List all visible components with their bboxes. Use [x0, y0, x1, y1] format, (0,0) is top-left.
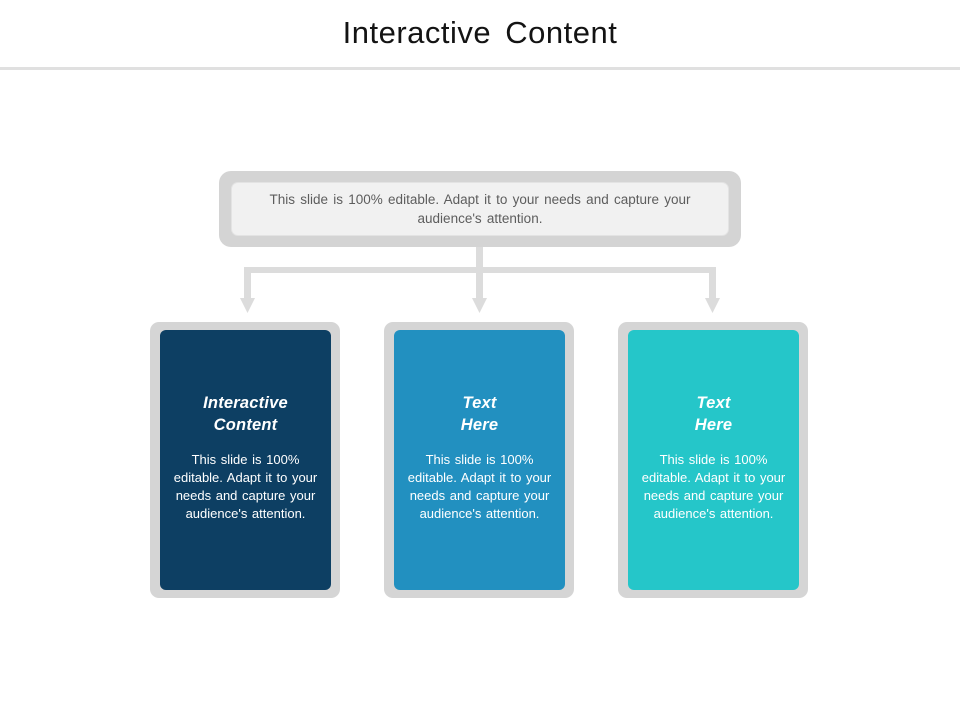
card-1[interactable]: Interactive Content This slide is 100% e… — [160, 330, 331, 590]
card-2-body: This slide is 100% editable. Adapt it to… — [407, 452, 552, 521]
card-3[interactable]: Text Here This slide is 100% editable. A… — [628, 330, 799, 590]
connector-branch-right — [709, 267, 716, 300]
card-frame-2[interactable]: Text Here This slide is 100% editable. A… — [384, 322, 574, 598]
card-3-body: This slide is 100% editable. Adapt it to… — [641, 452, 786, 521]
title-divider — [0, 67, 960, 70]
connector-branch-left — [244, 267, 251, 300]
arrow-head-center — [472, 298, 487, 313]
connector-bar — [244, 267, 716, 273]
card-1-body: This slide is 100% editable. Adapt it to… — [173, 452, 318, 521]
top-description-box[interactable]: This slide is 100% editable. Adapt it to… — [219, 171, 741, 247]
top-description-text: This slide is 100% editable. Adapt it to… — [269, 192, 691, 226]
arrow-head-right — [705, 298, 720, 313]
card-frame-1[interactable]: Interactive Content This slide is 100% e… — [150, 322, 340, 598]
connector-branch-center — [476, 267, 483, 300]
card-3-heading: Text Here — [694, 394, 733, 434]
arrow-head-left — [240, 298, 255, 313]
top-description-panel: This slide is 100% editable. Adapt it to… — [231, 182, 729, 236]
card-2-heading: Text Here — [460, 394, 499, 434]
connector-stem — [476, 247, 483, 271]
page-title: Interactive Content — [342, 15, 618, 50]
card-2[interactable]: Text Here This slide is 100% editable. A… — [394, 330, 565, 590]
card-1-heading: Interactive Content — [203, 394, 288, 434]
card-frame-3[interactable]: Text Here This slide is 100% editable. A… — [618, 322, 808, 598]
